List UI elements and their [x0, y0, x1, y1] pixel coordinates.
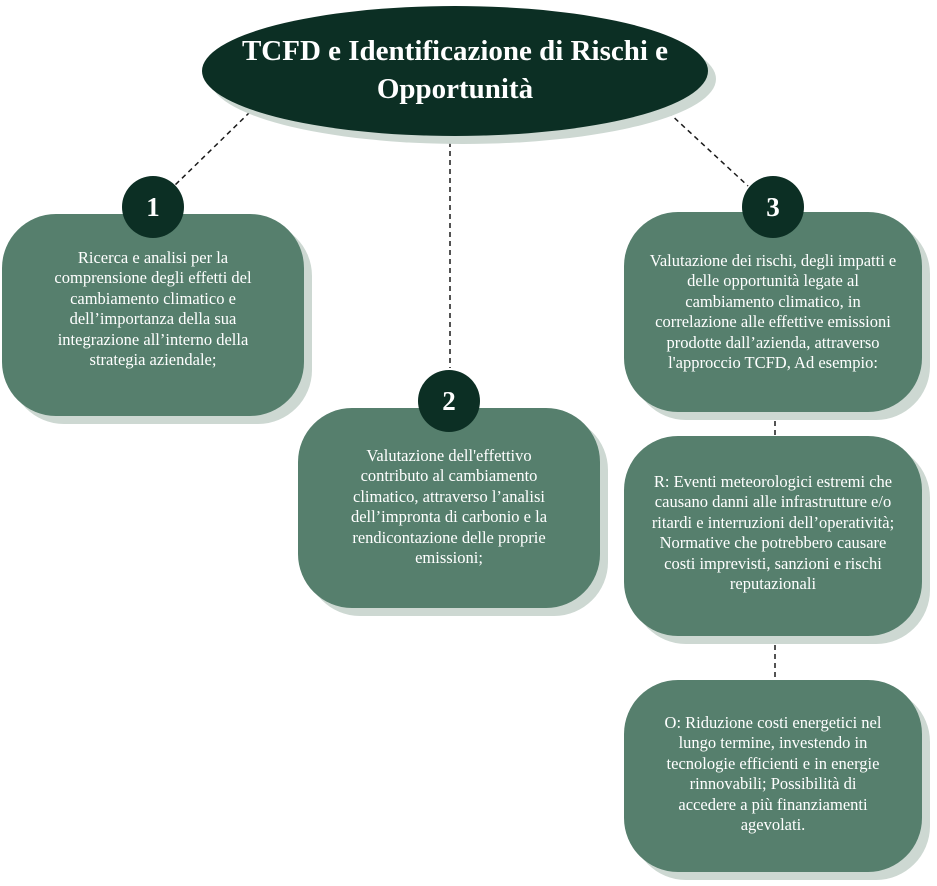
step-3-text: Valutazione dei rischi, degli impatti e …	[649, 250, 897, 373]
connector-title-to-1	[171, 111, 251, 189]
risks-text: R: Eventi meteorologici estremi che caus…	[651, 471, 895, 594]
opportunities-box: O: Riduzione costi energetici nel lungo …	[624, 680, 922, 872]
connector-title-to-3	[667, 111, 749, 187]
diagram-title: TCFD e Identificazione di Rischi e Oppor…	[241, 35, 669, 105]
step-1-number: 1	[146, 191, 160, 222]
step-2-box: Valutazione dell'effettivo contributo al…	[298, 408, 600, 608]
step-2-badge: 2	[418, 370, 480, 432]
step-2-number: 2	[442, 385, 456, 416]
step-3-number: 3	[766, 191, 780, 222]
step-3-box: Valutazione dei rischi, degli impatti e …	[624, 212, 922, 412]
opportunities-text: O: Riduzione costi energetici nel lungo …	[664, 712, 882, 835]
title-oval: TCFD e Identificazione di Rischi e Oppor…	[202, 6, 708, 136]
step-1-box: Ricerca e analisi per la comprensione de…	[2, 214, 304, 416]
step-3-badge: 3	[742, 176, 804, 238]
step-1-badge: 1	[122, 176, 184, 238]
risks-box: R: Eventi meteorologici estremi che caus…	[624, 436, 922, 636]
step-1-text: Ricerca e analisi per la comprensione de…	[54, 247, 252, 370]
step-2-text: Valutazione dell'effettivo contributo al…	[350, 445, 548, 568]
